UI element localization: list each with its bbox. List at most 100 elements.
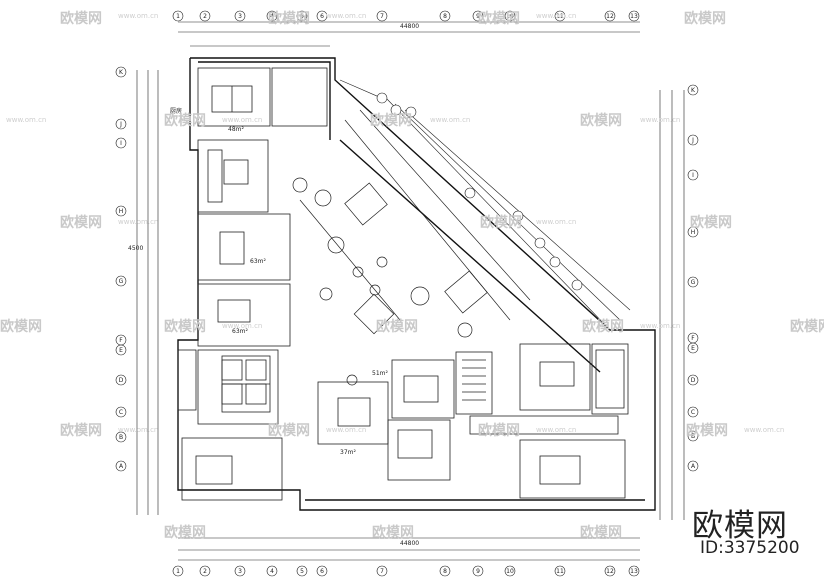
- axis-top-12-bubble: [604, 10, 616, 22]
- watermark: 欧模网: [790, 319, 824, 335]
- axis-left-D-bubble: [115, 374, 127, 386]
- axis-right-E-label: E: [691, 345, 695, 352]
- label-kitchen: 厨房: [170, 107, 182, 115]
- axis-right-F-label: F: [691, 335, 695, 342]
- watermark: 欧模网: [376, 319, 418, 335]
- watermark-url: www.om.cn: [6, 116, 47, 124]
- axis-left-H-label: H: [119, 208, 124, 215]
- axis-top-7-label: 7: [380, 13, 384, 20]
- watermark: 欧模网: [372, 525, 414, 541]
- axis-right-E-bubble: [687, 342, 699, 354]
- axis-right-K-bubble: [687, 84, 699, 96]
- axis-bottom-8-label: 8: [443, 568, 447, 575]
- axis-left-F-label: F: [119, 337, 123, 344]
- watermark-url: www.om.cn: [430, 116, 471, 124]
- watermark: 欧模网: [580, 113, 622, 129]
- dim-bottom-overall: 44800: [400, 540, 419, 547]
- axis-bottom-9-bubble: [472, 565, 484, 577]
- axis-left-H-bubble: [115, 205, 127, 217]
- axis-right-J-bubble: [687, 134, 699, 146]
- axis-left-A-label: A: [119, 463, 124, 470]
- axis-left-J-label: J: [119, 121, 122, 128]
- watermark: 欧模网: [268, 423, 310, 439]
- axis-top-11-label: 11: [556, 13, 564, 20]
- watermark-url: www.om.cn: [536, 426, 577, 434]
- watermark: 欧模网: [370, 113, 412, 129]
- watermark: 欧模网: [686, 423, 728, 439]
- axis-left-E-label: E: [119, 347, 123, 354]
- axis-bottom-13-bubble: [628, 565, 640, 577]
- watermark: 欧模网: [60, 215, 102, 231]
- axis-top-10-label: 10: [506, 13, 514, 20]
- watermark: 欧模网: [60, 423, 102, 439]
- axis-top-7-bubble: [376, 10, 388, 22]
- axis-right-B-bubble: [687, 430, 699, 442]
- axis-left-E-bubble: [115, 344, 127, 356]
- axis-top-10-bubble: [504, 10, 516, 22]
- axis-bottom-9-label: 9: [476, 568, 480, 575]
- watermark-url: www.om.cn: [118, 218, 159, 226]
- diag-axis-bubble: [390, 104, 402, 116]
- axis-right-H-bubble: [687, 226, 699, 238]
- watermark: 欧模网: [164, 113, 206, 129]
- watermark-url: www.om.cn: [536, 12, 577, 20]
- axis-left-J-bubble: [115, 118, 127, 130]
- axis-bottom-1-label: 1: [176, 568, 180, 575]
- dim-top-overall: 44800: [400, 23, 419, 30]
- dim-left-overall: 4500: [128, 245, 143, 252]
- watermark: 欧模网: [582, 319, 624, 335]
- axis-right-I-bubble: [687, 169, 699, 181]
- watermark: 欧模网: [0, 319, 42, 335]
- axis-bottom-6-label: 6: [320, 568, 324, 575]
- axis-left-G-label: G: [119, 278, 124, 285]
- watermark: 欧模网: [60, 11, 102, 27]
- watermark-url: www.om.cn: [326, 426, 367, 434]
- axis-bottom-13-label: 13: [630, 568, 638, 575]
- axis-right-D-label: D: [691, 377, 696, 384]
- axis-top-13-label: 13: [630, 13, 638, 20]
- axis-bottom-1-bubble: [172, 565, 184, 577]
- axis-left-K-bubble: [115, 66, 127, 78]
- axis-bottom-5-label: 5: [300, 568, 304, 575]
- axis-bottom-3-bubble: [234, 565, 246, 577]
- axis-top-13-bubble: [628, 10, 640, 22]
- axis-top-8-label: 8: [443, 13, 447, 20]
- diag-axis-bubble: [512, 210, 524, 222]
- watermark-url: www.om.cn: [118, 12, 159, 20]
- diag-axis-bubble: [464, 187, 476, 199]
- axis-left-I-label: I: [120, 140, 122, 147]
- axis-right-D-bubble: [687, 374, 699, 386]
- axis-bottom-2-bubble: [199, 565, 211, 577]
- axis-left-B-bubble: [115, 431, 127, 443]
- watermark: 欧模网: [268, 11, 310, 27]
- axis-left-D-label: D: [119, 377, 124, 384]
- diag-axis-bubble: [571, 279, 583, 291]
- diag-axis-bubble: [405, 106, 417, 118]
- watermark-url: www.om.cn: [222, 116, 263, 124]
- watermark-url: www.om.cn: [222, 322, 263, 330]
- axis-bottom-11-label: 11: [556, 568, 564, 575]
- axis-top-5-bubble: [296, 10, 308, 22]
- axis-left-K-label: K: [119, 69, 124, 76]
- label-area-3: 63m²: [232, 328, 248, 335]
- brand-id: ID:3375200: [700, 538, 800, 558]
- axis-bottom-10-bubble: [504, 565, 516, 577]
- watermark-url: www.om.cn: [118, 426, 159, 434]
- label-area-4: 51m²: [372, 370, 388, 377]
- watermark-url: www.om.cn: [744, 426, 785, 434]
- axis-top-3-bubble: [234, 10, 246, 22]
- watermark: 欧模网: [690, 215, 732, 231]
- axis-bottom-6-bubble: [316, 565, 328, 577]
- axis-right-A-bubble: [687, 460, 699, 472]
- watermark: 欧模网: [684, 11, 726, 27]
- axis-bottom-4-label: 4: [270, 568, 274, 575]
- brand-badge: 欧模网 ID:3375200: [692, 500, 822, 560]
- axis-top-5-label: 5: [300, 13, 304, 20]
- axis-top-6-bubble: [316, 10, 328, 22]
- axis-right-J-label: J: [691, 137, 694, 144]
- axis-right-K-label: K: [691, 87, 696, 94]
- axis-bottom-7-label: 7: [380, 568, 384, 575]
- axis-top-3-label: 3: [238, 13, 242, 20]
- axis-bottom-3-label: 3: [238, 568, 242, 575]
